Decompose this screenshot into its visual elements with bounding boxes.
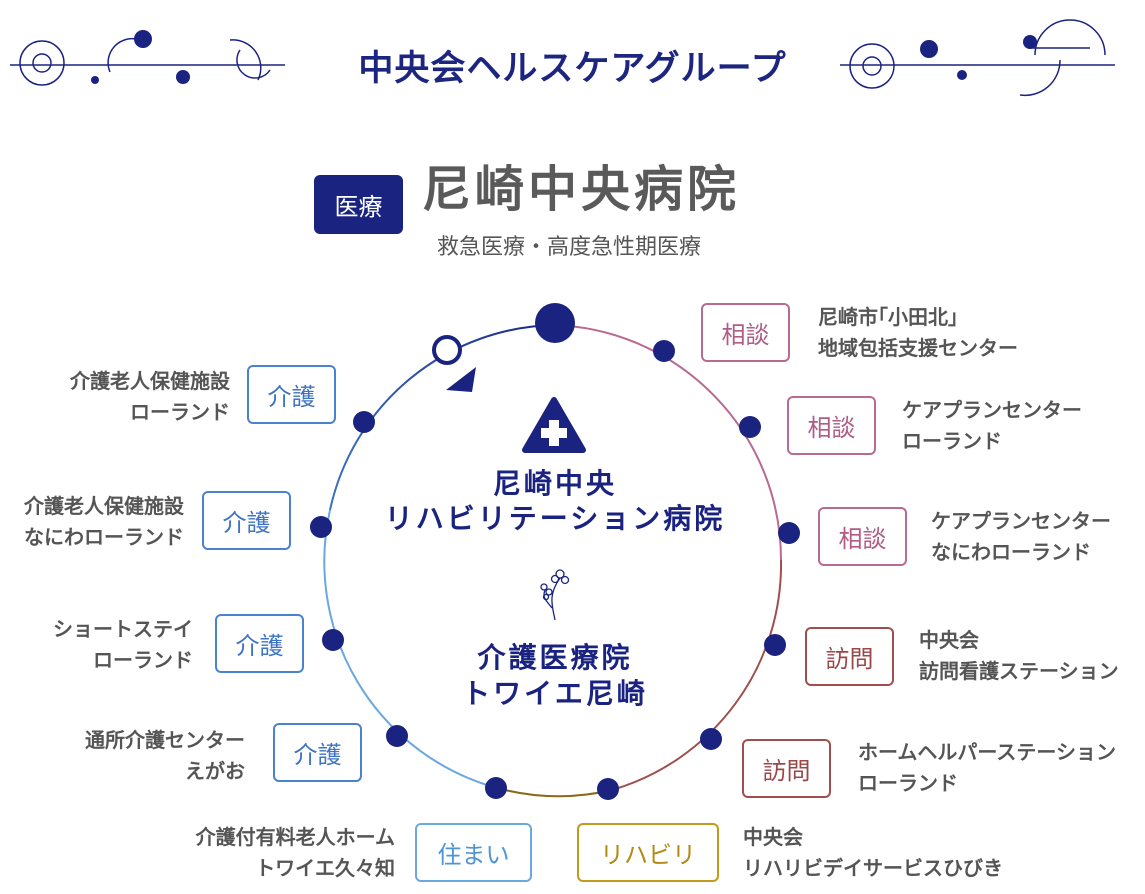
ring-node [322,629,344,651]
facility-label: 通所介護センター えがお [85,725,245,787]
header-dot [1023,35,1037,49]
header-dot [920,40,938,58]
facility-name-line: ローランド [858,771,958,795]
tag-care: 介護 [273,723,362,782]
ring-node [310,516,332,538]
ring-node-start [432,335,462,365]
header-ornament-right [840,19,1115,97]
tag-visit: 訪問 [805,627,894,686]
tag-visit: 訪問 [742,739,831,798]
tag-housing: 住まい [415,823,532,882]
facility-name-line: ケアプランセンター [931,509,1111,533]
center-facility-rehab: 尼崎中央 リハビリテーション病院 [355,466,755,536]
tag-care: 介護 [202,491,291,550]
facility-name-line: ショートステイ [53,617,193,641]
facility-name-line: 地域包括支援センター [818,336,1018,360]
hospital-subtitle: 救急医療・高度急性期医療 [437,235,702,260]
tag-consult: 相談 [818,507,907,566]
center-line: トワイエ尼崎 [462,677,648,710]
tag-care: 介護 [215,614,304,673]
direction-arrow-icon [446,367,476,392]
header-dot [957,70,967,80]
facility-label: 介護老人保健施設 なにわローランド [24,491,184,553]
facility-name-line: ローランド [130,400,230,424]
facility-label: ショートステイ ローランド [53,614,193,676]
facility-name-line: なにわローランド [24,525,184,549]
facility-label: 介護付有料老人ホーム トワイエ久々知 [196,822,395,884]
header-dot [176,70,190,84]
facility-name-line: 介護老人保健施設 [70,369,230,393]
facility-label: 介護老人保健施設 ローランド [70,366,230,428]
care-ring [323,324,783,798]
ring-node [778,522,800,544]
facility-name-line: 通所介護センター [85,728,245,752]
ring-node [739,416,761,438]
hospital-name: 尼崎中央病院 [422,161,741,218]
ring-node [764,634,786,656]
header-dot [134,30,152,48]
page-title: 中央会ヘルスケアグループ [358,49,787,89]
center-facility-care: 介護医療院 トワイエ尼崎 [400,640,710,712]
ring-node [353,411,375,433]
facility-name-line: 中央会 [743,825,803,849]
ring-node-top [535,303,575,343]
tag-consult: 相談 [787,396,876,455]
facility-name-line: 中央会 [919,628,979,652]
ring-node [700,728,722,750]
facility-name-line: 尼崎市｢小田北｣ [818,305,958,329]
facility-name-line: ローランド [93,648,193,672]
header-dot [91,76,99,84]
ring-node [597,778,619,800]
facility-label: ケアプランセンター なにわローランド [931,506,1111,568]
facility-name-line: えがお [185,759,245,783]
facility-name-line: 介護老人保健施設 [24,494,184,518]
facility-name-line: リハリビデイサービスひびき [743,856,1003,880]
center-line: 尼崎中央 [492,467,617,500]
medical-cross-icon [522,397,586,453]
tag-rehab: リハビリ [577,823,719,882]
facility-label: 中央会 訪問看護ステーション [919,625,1119,687]
facility-label: 中央会 リハリビデイサービスひびき [743,822,1003,884]
facility-label: ケアプランセンター ローランド [902,395,1082,457]
ring-node [653,340,675,362]
facility-name-line: 訪問看護ステーション [919,659,1119,683]
flower-icon [540,569,570,621]
facility-name-line: なにわローランド [931,540,1091,564]
facility-name-line: ローランド [902,429,1002,453]
facility-name-line: トワイエ久々知 [255,856,395,880]
tag-consult: 相談 [701,303,790,362]
facility-label: 尼崎市｢小田北｣ 地域包括支援センター [818,302,1018,364]
center-line: リハビリテーション病院 [384,502,726,535]
center-line: 介護医療院 [477,641,633,674]
tag-care: 介護 [247,365,336,424]
facility-name-line: ホームヘルパーステーション [858,740,1116,764]
facility-label: ホームヘルパーステーション ローランド [858,737,1116,799]
ring-node [386,725,408,747]
header-ornament-left [10,37,285,86]
medical-badge: 医療 [314,175,403,234]
ring-node [485,777,507,799]
facility-name-line: 介護付有料老人ホーム [195,825,395,849]
facility-name-line: ケアプランセンター [902,398,1082,422]
